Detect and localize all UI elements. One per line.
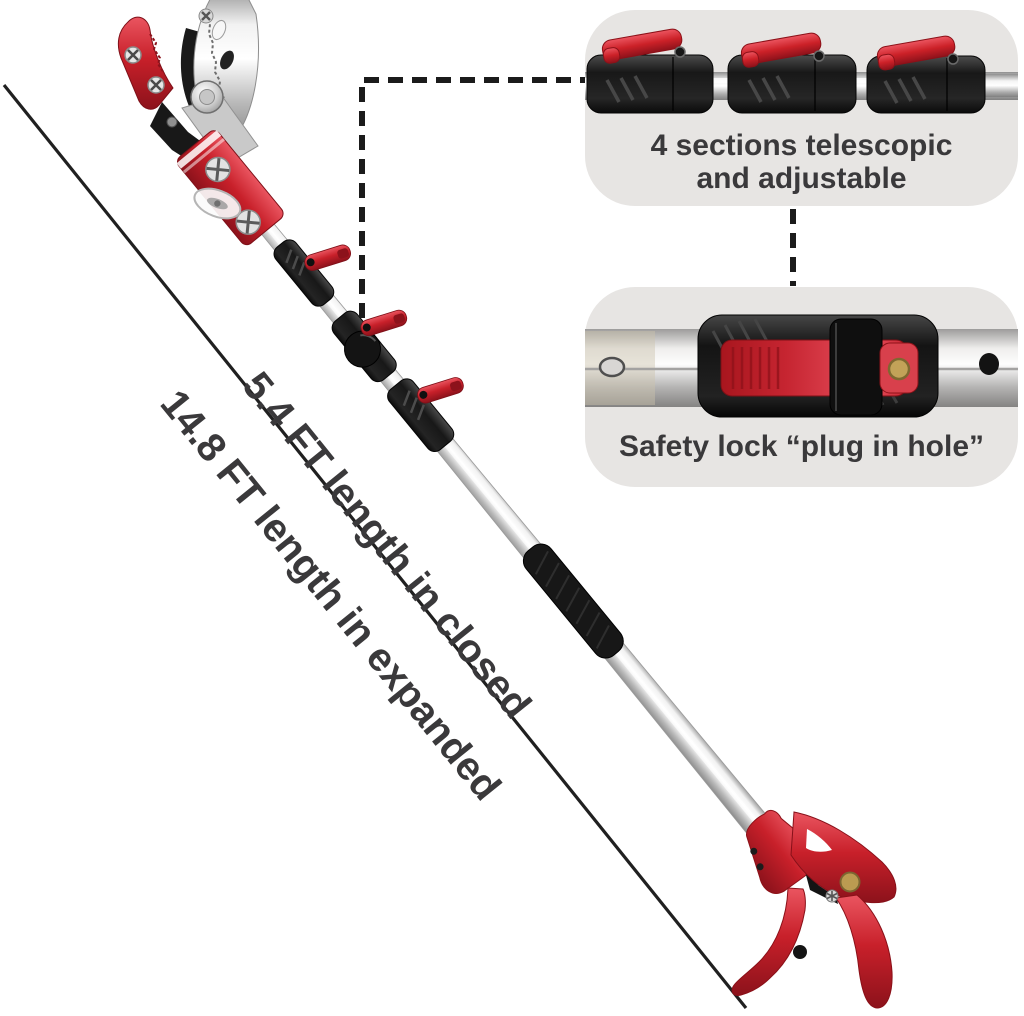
- callout-sections-line1: 4 sections telescopic: [650, 129, 953, 162]
- inset-clamp-3: [866, 35, 986, 114]
- handle-cutout: [806, 829, 832, 852]
- lock-strap: [829, 318, 883, 416]
- callout-safety-line1: Safety lock “plug in hole”: [618, 430, 985, 463]
- inset-lever-3: [876, 35, 956, 71]
- adjustment-hole-open: [598, 356, 626, 378]
- clamp-lever-2: [360, 309, 408, 337]
- telescopic-sections-closeup: [585, 28, 1018, 114]
- handle-body: [790, 811, 897, 904]
- telescopic-pole: [255, 216, 774, 841]
- inset-lever-2: [740, 32, 822, 68]
- locking-clamp-3: [387, 377, 464, 452]
- trigger-lever: [731, 887, 806, 996]
- trigger-stop: [793, 945, 807, 959]
- brass-pin: [839, 871, 861, 893]
- hook-blade: [117, 16, 174, 110]
- handle-ferrule: [746, 809, 821, 894]
- inset-clamp-1: [586, 28, 714, 114]
- callout-sections: 4 sections telescopic and adjustable: [585, 10, 1018, 206]
- clamp-lever-3: [417, 377, 464, 404]
- length-measurement-line: [2, 83, 748, 1010]
- blade-serration: [205, 13, 225, 99]
- dashed-connector-sections: [359, 77, 586, 318]
- adjustment-hole: [979, 353, 999, 375]
- mounting-bracket: [176, 130, 284, 246]
- inset-clamp-2: [727, 32, 857, 114]
- pulley-wheel: [193, 187, 242, 220]
- safety-lock-closeup: [585, 314, 1018, 418]
- callout-safety-lock: Safety lock “plug in hole”: [585, 287, 1018, 487]
- inset-lever-1: [601, 28, 683, 64]
- locking-clamp-2: [331, 309, 408, 383]
- pruning-head: [117, 0, 284, 246]
- brass-rivet: [887, 357, 911, 381]
- callout-sections-line2: and adjustable: [696, 162, 907, 195]
- trigger-handle: [731, 809, 897, 1009]
- handle-grip: [835, 894, 893, 1009]
- foam-grip: [522, 543, 624, 659]
- clamp-lever-1: [304, 244, 352, 271]
- locking-clamp-1: [273, 239, 352, 307]
